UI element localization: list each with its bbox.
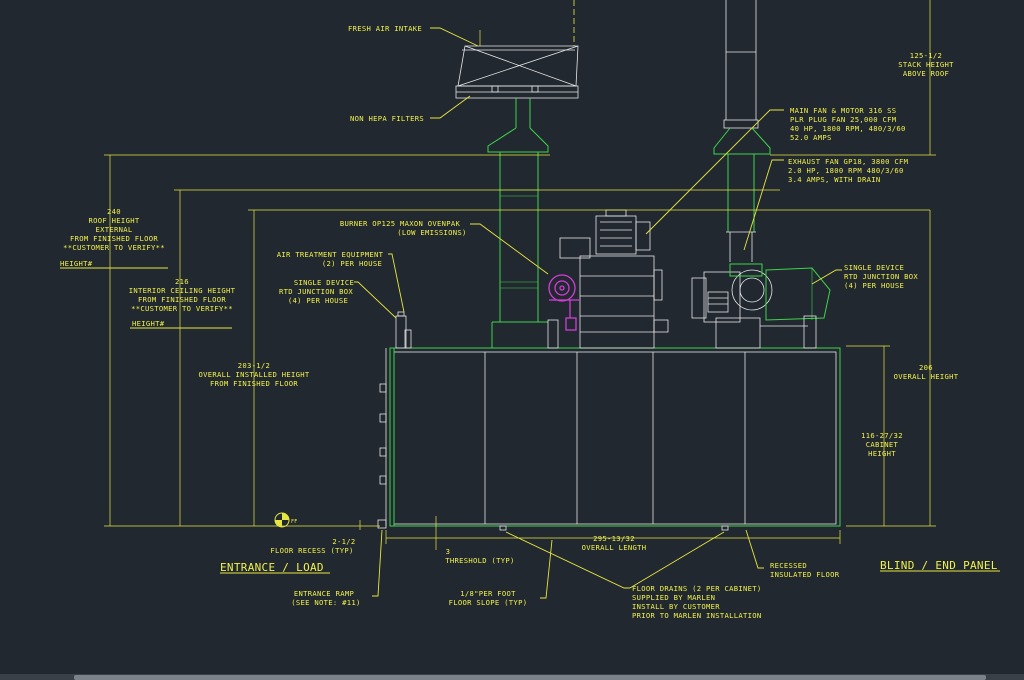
overall-height-label: 206 OVERALL HEIGHT	[894, 363, 959, 381]
svg-text:STACK HEIGHT: STACK HEIGHT	[898, 60, 954, 69]
svg-text:RTD JUNCTION BOX: RTD JUNCTION BOX	[279, 287, 353, 296]
cabinet	[377, 347, 841, 531]
finished-floor-marker: FF	[274, 512, 298, 528]
svg-text:OVERALL HEIGHT: OVERALL HEIGHT	[894, 372, 959, 381]
svg-text:FROM FINISHED FLOOR: FROM FINISHED FLOOR	[70, 234, 158, 243]
svg-text:INSTALL BY CUSTOMER: INSTALL BY CUSTOMER	[632, 602, 720, 611]
svg-text:(LOW EMISSIONS): (LOW EMISSIONS)	[397, 228, 466, 237]
svg-text:FLOOR SLOPE (TYP): FLOOR SLOPE (TYP)	[449, 598, 528, 607]
burner-magenta	[548, 274, 580, 331]
ceiling-height-label: 216 INTERIOR CEILING HEIGHT FROM FINISHE…	[129, 277, 236, 328]
svg-text:PLR PLUG FAN 25,000 CFM: PLR PLUG FAN 25,000 CFM	[790, 115, 897, 124]
svg-text:216: 216	[175, 277, 189, 286]
svg-text:(4) PER HOUSE: (4) PER HOUSE	[844, 281, 904, 290]
svg-text:2.0 HP, 1800 RPM 480/3/60: 2.0 HP, 1800 RPM 480/3/60	[788, 166, 904, 175]
svg-text:203-1/2: 203-1/2	[238, 361, 270, 370]
svg-text:52.0 AMPS: 52.0 AMPS	[790, 133, 832, 142]
svg-text:240: 240	[107, 207, 121, 216]
installed-height-label: 203-1/2 OVERALL INSTALLED HEIGHT FROM FI…	[198, 361, 309, 388]
svg-text:RTD JUNCTION BOX: RTD JUNCTION BOX	[844, 272, 918, 281]
svg-text:SINGLE DEVICE: SINGLE DEVICE	[294, 278, 354, 287]
threshold-label: 3 THRESHOLD (TYP)	[445, 547, 514, 565]
single-device-right-label: SINGLE DEVICE RTD JUNCTION BOX (4) PER H…	[844, 263, 918, 290]
intake-duct	[487, 98, 549, 348]
horizontal-scrollbar-thumb[interactable]	[74, 675, 986, 680]
svg-text:295-13/32: 295-13/32	[593, 534, 635, 543]
air-treatment-equipment	[395, 311, 559, 349]
exhaust-stack	[713, 0, 771, 262]
svg-text:2-1/2: 2-1/2	[332, 537, 355, 546]
single-device-left-label: SINGLE DEVICE RTD JUNCTION BOX (4) PER H…	[279, 278, 354, 305]
ff-marker-label: FF	[291, 519, 298, 525]
svg-text:3.4 AMPS, WITH DRAIN: 3.4 AMPS, WITH DRAIN	[788, 175, 881, 184]
svg-text:206: 206	[919, 363, 933, 372]
cabinet-height-label: 116-27/32 CABINET HEIGHT	[861, 431, 903, 458]
svg-text:FROM FINISHED FLOOR: FROM FINISHED FLOOR	[210, 379, 298, 388]
svg-text:CABINET: CABINET	[866, 440, 899, 449]
svg-text:OVERALL INSTALLED HEIGHT: OVERALL INSTALLED HEIGHT	[198, 370, 309, 379]
svg-text:HEIGHT: HEIGHT	[868, 449, 896, 458]
svg-text:ENTRANCE RAMP: ENTRANCE RAMP	[294, 589, 354, 598]
svg-text:ROOF HEIGHT: ROOF HEIGHT	[89, 216, 140, 225]
recessed-floor-label: RECESSED INSULATED FLOOR	[770, 561, 840, 579]
entrance-ramp-label: ENTRANCE RAMP (SEE NOTE: #11)	[291, 589, 360, 607]
svg-text:AIR TREATMENT EQUIPMENT: AIR TREATMENT EQUIPMENT	[277, 250, 384, 259]
svg-text:EXHAUST FAN GP18, 3800 CFM: EXHAUST FAN GP18, 3800 CFM	[788, 157, 909, 166]
svg-text:PRIOR TO MARLEN INSTALLATION: PRIOR TO MARLEN INSTALLATION	[632, 611, 762, 620]
svg-text:116-27/32: 116-27/32	[861, 431, 903, 440]
svg-text:OVERALL LENGTH: OVERALL LENGTH	[582, 543, 647, 552]
svg-text:THRESHOLD (TYP): THRESHOLD (TYP)	[445, 556, 514, 565]
svg-text:3: 3	[446, 547, 451, 556]
fresh-air-intake-hood	[455, 45, 579, 99]
svg-text:(SEE NOTE: #11): (SEE NOTE: #11)	[291, 598, 360, 607]
exhaust-fan	[691, 263, 831, 349]
burner-label: BURNER OP125 MAXON OVENPAK (LOW EMISSION…	[340, 219, 467, 237]
main-fan-label: MAIN FAN & MOTOR 316 SS PLR PLUG FAN 25,…	[790, 106, 906, 142]
fresh-air-intake-label: FRESH AIR INTAKE	[348, 24, 422, 33]
svg-text:INTERIOR CEILING HEIGHT: INTERIOR CEILING HEIGHT	[129, 286, 236, 295]
svg-text:ABOVE ROOF: ABOVE ROOF	[903, 69, 949, 78]
leader-lines	[60, 27, 842, 599]
dimension-lines	[104, 0, 936, 550]
svg-text:FROM FINISHED FLOOR: FROM FINISHED FLOOR	[138, 295, 226, 304]
svg-text:1/8"PER FOOT: 1/8"PER FOOT	[460, 589, 516, 598]
exhaust-fan-label: EXHAUST FAN GP18, 3800 CFM 2.0 HP, 1800 …	[788, 157, 909, 184]
overall-length-label: 295-13/32 OVERALL LENGTH	[582, 534, 647, 552]
blind-end-panel-title: BLIND / END PANEL	[880, 559, 998, 572]
air-treatment-label: AIR TREATMENT EQUIPMENT (2) PER HOUSE	[277, 250, 384, 268]
svg-text:**CUSTOMER TO VERIFY**: **CUSTOMER TO VERIFY**	[131, 304, 233, 313]
roof-height-label: 240 ROOF HEIGHT EXTERNAL FROM FINISHED F…	[60, 207, 165, 268]
svg-text:RECESSED: RECESSED	[770, 561, 807, 570]
stack-height-label: 125-1/2 STACK HEIGHT ABOVE ROOF	[898, 51, 954, 78]
non-hepa-filters-label: NON HEPA FILTERS	[350, 114, 424, 123]
entrance-load-title: ENTRANCE / LOAD	[220, 561, 324, 574]
svg-text:HEIGHT#: HEIGHT#	[60, 259, 93, 268]
svg-text:125-1/2: 125-1/2	[910, 51, 942, 60]
floor-recess-label: 2-1/2 FLOOR RECESS (TYP)	[270, 537, 355, 555]
svg-text:HEIGHT#: HEIGHT#	[132, 319, 165, 328]
svg-text:(2) PER HOUSE: (2) PER HOUSE	[322, 259, 382, 268]
svg-text:FLOOR RECESS (TYP): FLOOR RECESS (TYP)	[270, 546, 353, 555]
svg-text:**CUSTOMER TO VERIFY**: **CUSTOMER TO VERIFY**	[63, 243, 165, 252]
floor-slope-label: 1/8"PER FOOT FLOOR SLOPE (TYP)	[449, 589, 528, 607]
svg-text:EXTERNAL: EXTERNAL	[95, 225, 132, 234]
floor-drains-label: FLOOR DRAINS (2 PER CABINET) SUPPLIED BY…	[632, 584, 762, 620]
svg-text:BURNER OP125 MAXON OVENPAK: BURNER OP125 MAXON OVENPAK	[340, 219, 461, 228]
svg-text:(4) PER HOUSE: (4) PER HOUSE	[288, 296, 348, 305]
svg-text:SUPPLIED BY MARLEN: SUPPLIED BY MARLEN	[632, 593, 715, 602]
svg-text:MAIN FAN & MOTOR 316 SS: MAIN FAN & MOTOR 316 SS	[790, 106, 896, 115]
svg-text:FLOOR DRAINS (2 PER CABINET): FLOOR DRAINS (2 PER CABINET)	[632, 584, 762, 593]
svg-text:SINGLE DEVICE: SINGLE DEVICE	[844, 263, 904, 272]
svg-text:INSULATED FLOOR: INSULATED FLOOR	[770, 570, 840, 579]
svg-text:40 HP, 1800 RPM, 480/3/60: 40 HP, 1800 RPM, 480/3/60	[790, 124, 906, 133]
burner-housing	[559, 209, 669, 349]
